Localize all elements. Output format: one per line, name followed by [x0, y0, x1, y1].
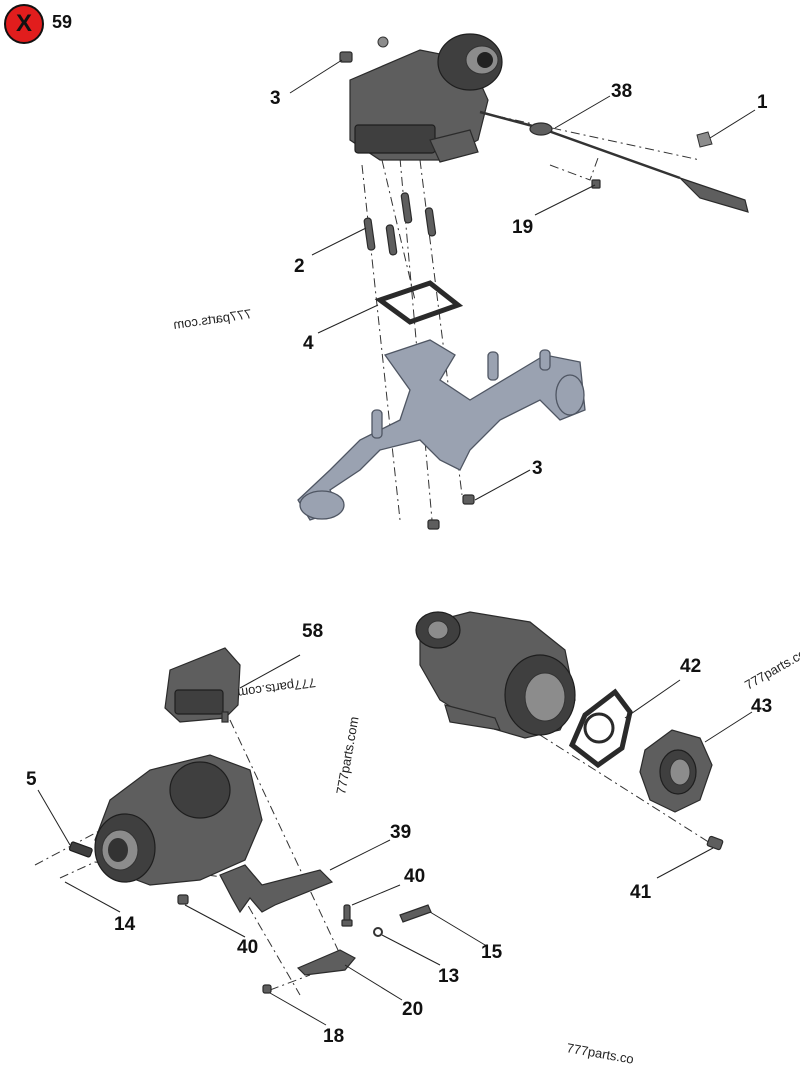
- callout-3: 3: [270, 88, 281, 109]
- callout-13: 13: [438, 966, 459, 987]
- callout-39: 39: [390, 822, 411, 843]
- clamp-5[interactable]: [68, 841, 93, 858]
- leader-3b: [474, 469, 531, 501]
- callout-58: 58: [302, 621, 323, 642]
- callout-3b: 3: [532, 458, 543, 479]
- bracket-20[interactable]: [296, 949, 356, 976]
- callout-43: 43: [751, 696, 772, 717]
- bolt-41[interactable]: [706, 835, 724, 851]
- callout-15: 15: [481, 942, 503, 963]
- watermark-bottom: 777parts.co: [565, 1040, 635, 1067]
- nut-top[interactable]: [339, 51, 353, 63]
- bolt-19[interactable]: [591, 179, 601, 189]
- leader-39: [329, 839, 391, 871]
- bolts-40[interactable]: [177, 894, 353, 927]
- nut-18[interactable]: [262, 984, 272, 994]
- oil-feed-line[interactable]: [479, 110, 749, 213]
- callout-4: 4: [303, 333, 314, 354]
- nut-bottom[interactable]: [427, 494, 475, 530]
- callout-5: 5: [26, 769, 37, 790]
- support-bracket[interactable]: [219, 864, 334, 914]
- outlet-flange-43[interactable]: [639, 729, 713, 813]
- leader-58: [239, 654, 301, 689]
- turbocharger-right[interactable]: [415, 611, 576, 739]
- item-count: 59: [52, 12, 73, 32]
- leader-43: [704, 711, 753, 743]
- leader-38: [554, 95, 611, 129]
- leader-2: [311, 227, 367, 256]
- axis-line: [549, 157, 599, 181]
- leader-15: [429, 911, 486, 946]
- callout-19: 19: [512, 217, 533, 238]
- callout-42: 42: [680, 656, 701, 677]
- leader-14: [64, 881, 121, 913]
- watermark-edge: 777parts.com: [742, 640, 800, 692]
- bolt-15[interactable]: [399, 904, 432, 923]
- axis-line: [229, 719, 346, 966]
- callout-18: 18: [323, 1026, 344, 1047]
- delete-x-icon[interactable]: X: [4, 4, 44, 44]
- leader-20: [344, 964, 403, 1001]
- callout-38: 38: [611, 81, 632, 102]
- watermark-vertical: 777parts.com: [333, 715, 361, 795]
- turbocharger-left[interactable]: [94, 754, 263, 886]
- leader-40b: [351, 884, 401, 906]
- leader-18: [269, 992, 327, 1026]
- axis-line: [381, 159, 416, 301]
- watermark: 777parts.com: [237, 675, 317, 701]
- callout-1: 1: [757, 92, 768, 113]
- leader-5: [37, 789, 71, 846]
- leader-41: [656, 847, 714, 879]
- axis-line: [59, 861, 301, 996]
- washer-13[interactable]: [373, 927, 383, 937]
- callout-2: 2: [294, 256, 305, 277]
- studs[interactable]: [363, 192, 437, 256]
- axis-line: [269, 974, 311, 991]
- delete-x-label: X: [15, 10, 32, 37]
- leader-42: [624, 679, 681, 719]
- leader-40a: [184, 904, 246, 938]
- turbo-gasket[interactable]: [374, 280, 464, 325]
- leader-3: [289, 59, 343, 94]
- callout-40a: 40: [237, 937, 258, 958]
- callout-40b: 40: [404, 866, 425, 887]
- watermark: 777parts.com: [172, 306, 252, 332]
- exhaust-manifold[interactable]: [297, 339, 586, 521]
- wastegate-actuator[interactable]: [164, 647, 241, 723]
- callout-41: 41: [630, 882, 652, 903]
- axis-line: [539, 734, 719, 849]
- leader-4: [317, 304, 379, 334]
- leader-1: [709, 109, 756, 139]
- callout-20: 20: [402, 999, 423, 1020]
- callout-14: 14: [114, 914, 136, 935]
- flange-gasket-42[interactable]: [568, 688, 633, 769]
- turbocharger-top[interactable]: [349, 33, 503, 163]
- leader-19: [534, 184, 596, 216]
- hose-clip[interactable]: [696, 131, 713, 148]
- leader-13: [381, 934, 441, 966]
